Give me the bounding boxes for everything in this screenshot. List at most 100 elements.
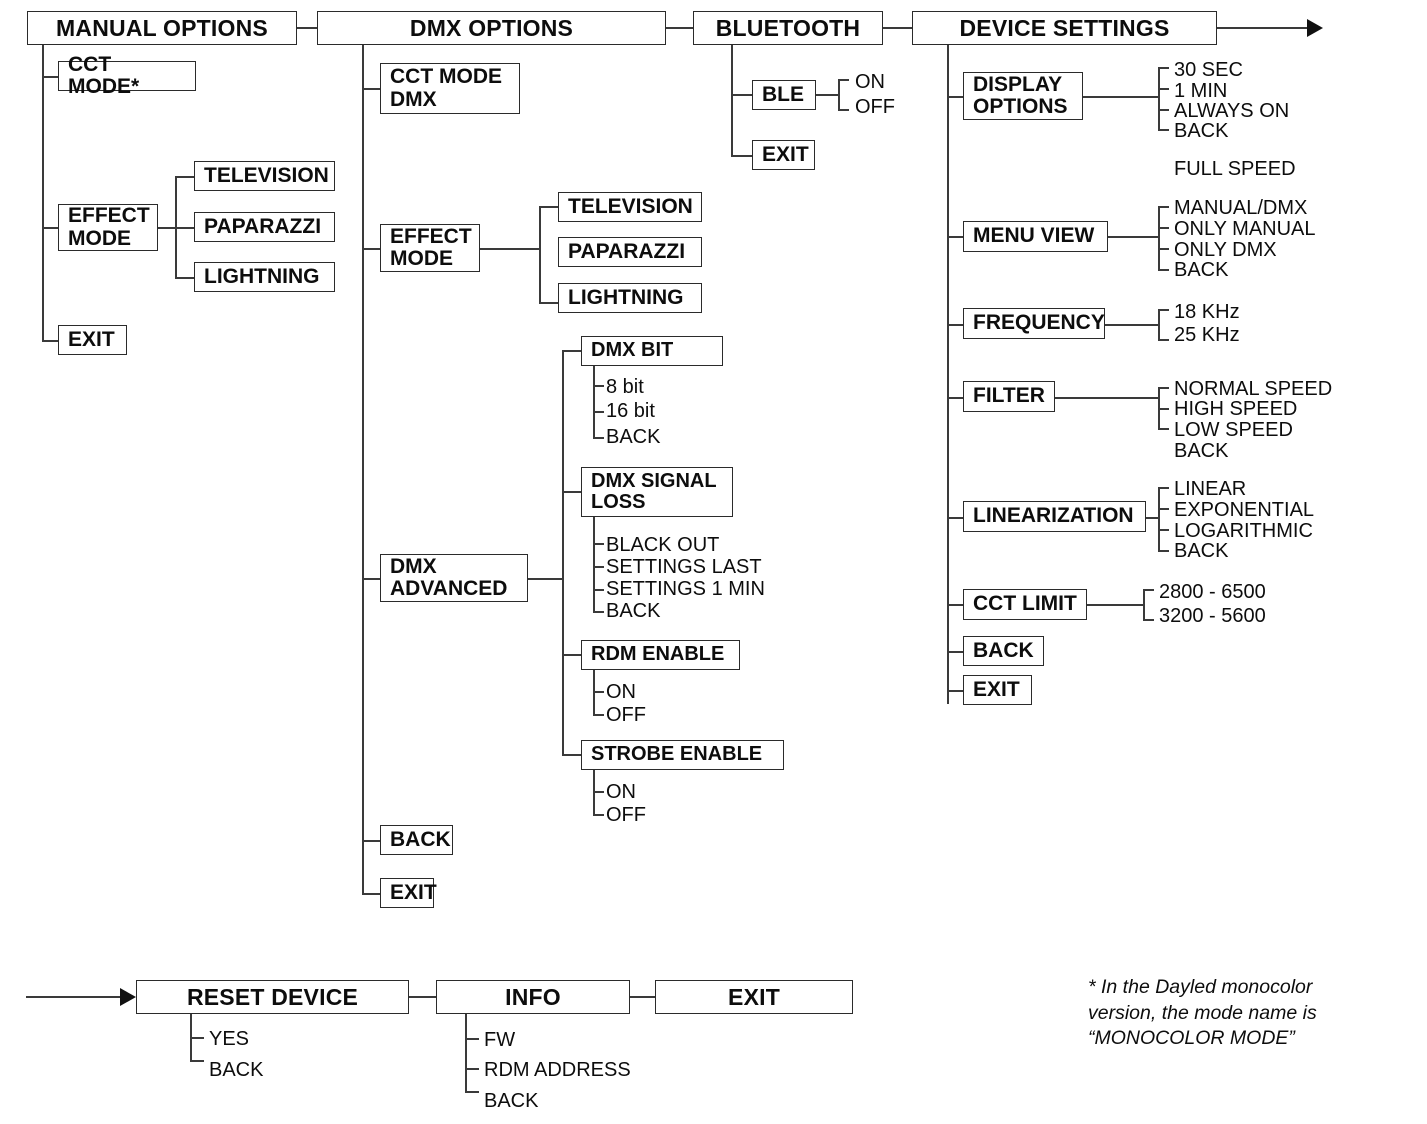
stub-signal-blackout (593, 543, 604, 545)
header-device-settings[interactable]: DEVICE SETTINGS (912, 11, 1217, 45)
header-manual-options[interactable]: MANUAL OPTIONS (27, 11, 297, 45)
cct-limit[interactable]: CCT LIMIT (963, 589, 1087, 620)
dmx-signal-loss[interactable]: DMX SIGNAL LOSS (581, 467, 733, 517)
dmx-bit-item-8bit[interactable]: 8 bit (606, 376, 644, 398)
manual-effect-item-lightning[interactable]: LIGHTNING (194, 262, 335, 292)
info[interactable]: INFO (436, 980, 630, 1014)
header-bluetooth[interactable]: BLUETOOTH (693, 11, 883, 45)
cct-limit-item-2800-6500[interactable]: 2800 - 6500 (1159, 581, 1266, 603)
dmx-effect-item-television[interactable]: TELEVISION (558, 192, 702, 222)
frequency-item-18-khz[interactable]: 18 KHz (1174, 301, 1240, 323)
display-options-item-1-min[interactable]: 1 MIN (1174, 80, 1228, 102)
rdm-enable-item-on[interactable]: ON (606, 681, 636, 703)
manual-effect-item-paparazzi[interactable]: PAPARAZZI (194, 212, 335, 242)
dmx-effect-item-lightning[interactable]: LIGHTNING (558, 283, 702, 313)
info-item-rdm-address[interactable]: RDM ADDRESS (484, 1059, 631, 1081)
bluetooth-ble-item-on[interactable]: ON (855, 71, 885, 93)
info-item-fw[interactable]: FW (484, 1029, 516, 1051)
dmx-effect-item-paparazzi[interactable]: PAPARAZZI (558, 237, 702, 267)
menu-view-item-only-dmx[interactable]: ONLY DMX (1174, 239, 1277, 261)
strobe-enable[interactable]: STROBE ENABLE (581, 740, 784, 770)
rdm-enable-item-off[interactable]: OFF (606, 704, 646, 726)
bluetooth-ble-item-off[interactable]: OFF (855, 96, 895, 118)
stub-menu-manual-dmx (1158, 206, 1169, 208)
linearization[interactable]: LINEARIZATION (963, 501, 1146, 532)
info-label: INFO (505, 983, 561, 1010)
rdm-enable-label: RDM ENABLE (591, 643, 725, 666)
stub-signal-last (593, 566, 604, 568)
stub-cct-limit-out (1087, 604, 1144, 606)
stub-display-options (947, 96, 963, 98)
reset-device[interactable]: RESET DEVICE (136, 980, 409, 1014)
cct-limit-item-3200-5600[interactable]: 3200 - 5600 (1159, 605, 1266, 627)
bluetooth-ble[interactable]: BLE (752, 80, 816, 110)
stub-cct-3200 (1143, 619, 1154, 621)
dmx-signal-loss-item-black-out[interactable]: BLACK OUT (606, 534, 720, 556)
dmx-back[interactable]: BACK (380, 825, 453, 855)
header-dmx-options[interactable]: DMX OPTIONS (317, 11, 666, 45)
dmx-effect-item-lightning-label: LIGHTNING (568, 285, 684, 309)
stub-lin-exponential (1158, 508, 1169, 510)
filter-item-high-speed[interactable]: HIGH SPEED (1174, 398, 1298, 420)
device-back[interactable]: BACK (963, 636, 1044, 666)
bottom-exit[interactable]: EXIT (655, 980, 853, 1014)
dmx-effect-item-television-label: TELEVISION (568, 194, 693, 218)
linearization-item-exponential[interactable]: EXPONENTIAL (1174, 499, 1315, 521)
branch-cct-limit-items (1143, 589, 1145, 620)
stub-display-options-out (1083, 96, 1159, 98)
device-exit[interactable]: EXIT (963, 675, 1032, 705)
menu-view-label: MENU VIEW (973, 224, 1095, 248)
bluetooth-exit[interactable]: EXIT (752, 140, 815, 170)
rdm-enable[interactable]: RDM ENABLE (581, 640, 740, 670)
filter-item-back[interactable]: BACK (1174, 440, 1229, 462)
stub-device-exit (947, 690, 963, 692)
dmx-exit[interactable]: EXIT (380, 878, 437, 908)
manual-exit[interactable]: EXIT (58, 325, 127, 355)
manual-effect-item-television[interactable]: TELEVISION (194, 161, 335, 191)
display-options[interactable]: DISPLAY OPTIONS (963, 72, 1083, 120)
filter[interactable]: FILTER (963, 381, 1055, 412)
frequency[interactable]: FREQUENCY (963, 308, 1105, 339)
linearization-item-back[interactable]: BACK (1174, 540, 1229, 562)
linearization-item-linear[interactable]: LINEAR (1174, 478, 1247, 500)
dmx-effect-mode[interactable]: EFFECT MODE (380, 224, 480, 272)
dmx-advanced[interactable]: DMX ADVANCED (380, 554, 528, 602)
dmx-bit-item-back[interactable]: BACK (606, 426, 661, 448)
strobe-enable-item-on[interactable]: ON (606, 781, 636, 803)
display-options-item-30-sec[interactable]: 30 SEC (1174, 59, 1243, 81)
stub-display-30sec (1158, 67, 1169, 69)
menu-view[interactable]: MENU VIEW (963, 221, 1108, 252)
manual-cct-mode[interactable]: CCT MODE* (58, 53, 196, 98)
stub-signal-1min (593, 589, 604, 591)
menu-view-item-only-manual[interactable]: ONLY MANUAL (1174, 218, 1316, 240)
connector-manual-to-dmx (297, 27, 317, 29)
arrow-right-icon-bottom (120, 988, 136, 1006)
linearization-item-logarithmic[interactable]: LOGARITHMIC (1174, 520, 1313, 542)
filter-item-normal-speed[interactable]: NORMAL SPEED (1174, 378, 1333, 400)
dmx-signal-loss-item-settings-last[interactable]: SETTINGS LAST (606, 556, 762, 578)
dmx-bit[interactable]: DMX BIT (581, 336, 723, 366)
display-options-item-back[interactable]: BACK (1174, 120, 1229, 142)
reset-device-item-back[interactable]: BACK (209, 1059, 264, 1081)
stub-filter-out (1055, 397, 1159, 399)
manual-effect-mode[interactable]: EFFECT MODE (58, 204, 158, 251)
dmx-exit-label: EXIT (390, 880, 437, 904)
strobe-enable-item-off[interactable]: OFF (606, 804, 646, 826)
display-options-item-always-on[interactable]: ALWAYS ON (1174, 100, 1290, 122)
info-item-back[interactable]: BACK (484, 1090, 539, 1112)
reset-device-item-yes[interactable]: YES (209, 1028, 250, 1050)
dmx-cct-mode[interactable]: CCT MODE DMX (380, 63, 520, 114)
stub-display-1min (1158, 88, 1169, 90)
dmx-signal-loss-item-back[interactable]: BACK (606, 600, 661, 622)
device-settings-full-speed: FULL SPEED (1174, 158, 1296, 180)
connector-dmx-to-bluetooth (666, 27, 693, 29)
menu-view-item-manual-dmx[interactable]: MANUAL/DMX (1174, 197, 1308, 219)
dmx-bit-item-16bit[interactable]: 16 bit (606, 400, 655, 422)
frequency-item-25-khz[interactable]: 25 KHz (1174, 324, 1240, 346)
manual-effect-item-television-label: TELEVISION (204, 163, 329, 187)
header-device-settings-label: DEVICE SETTINGS (959, 14, 1170, 41)
footnote: * In the Dayled monocolor version, the m… (1088, 976, 1317, 1050)
menu-view-item-back[interactable]: BACK (1174, 259, 1229, 281)
filter-item-low-speed[interactable]: LOW SPEED (1174, 419, 1293, 441)
dmx-signal-loss-item-settings-1-min[interactable]: SETTINGS 1 MIN (606, 578, 765, 600)
